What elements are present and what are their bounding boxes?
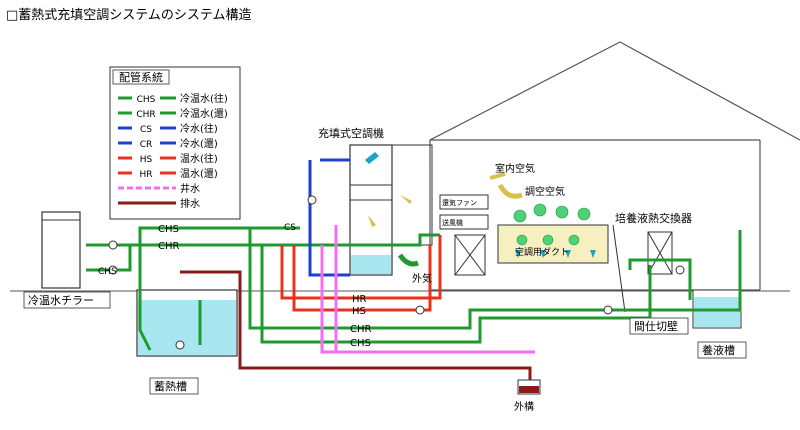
duct-down-arrows: [515, 250, 596, 258]
legend-code-2: CS: [140, 125, 152, 135]
partition-wall: [612, 224, 626, 313]
storage-tank: [136, 289, 238, 357]
legend-label-0: 冷温水(往): [180, 92, 228, 105]
indoor-air-arrow-icon: [489, 172, 506, 180]
pipe-label-chr-bottom: CHR: [350, 324, 372, 335]
pipe-label-chs-top: CHS: [158, 224, 179, 235]
pink-pipes: [320, 225, 535, 354]
drain-outlet: [517, 379, 541, 395]
legend-code-3: CR: [140, 140, 153, 150]
drain-pipes: [180, 270, 532, 380]
nutrient-tank-label: 養液槽: [702, 343, 735, 357]
legend-label-7: 排水: [180, 197, 200, 210]
pump-icons: [108, 195, 685, 350]
legend-code-4: HS: [140, 155, 153, 165]
red-pipes: [280, 235, 442, 312]
drain-label: 外構: [514, 400, 534, 413]
chiller-label: 冷温水チラー: [28, 294, 94, 307]
legend-label-5: 温水(還): [180, 168, 218, 180]
heat-exchanger-label: 培養液熱交換器: [615, 211, 692, 225]
blue-pipes: [308, 158, 350, 277]
conditioned-air-arrow-icon: [497, 183, 523, 199]
indoor-air-label: 室内空気: [495, 162, 535, 175]
legend-label-1: 冷温水(還): [180, 107, 228, 120]
legend-label-6: 井水: [180, 182, 200, 195]
fan-supply-label: 送風機: [442, 218, 463, 227]
pipe-label-hr: HR: [352, 294, 367, 305]
pipe-label-hs: HS: [352, 306, 366, 317]
pipe-label-chr-top: CHR: [158, 241, 180, 252]
partition-label: 間仕切壁: [634, 319, 678, 333]
fan-units: [439, 194, 489, 276]
duct-label: 空調用ダクト: [515, 246, 569, 258]
chiller-unit: [41, 211, 81, 289]
legend-heading: 配管系統: [119, 70, 163, 84]
legend-code-1: CHR: [136, 110, 155, 120]
legend-label-4: 温水(往): [180, 152, 218, 165]
legend: 配管系統 CHS 冷温水(往) CHR 冷温水(還) CS 冷水(往) CR 冷水(還) HS 温…: [109, 66, 241, 220]
conditioned-air-label: 調空空気: [525, 185, 565, 198]
legend-label-2: 冷水(往): [180, 122, 218, 135]
legend-code-0: CHS: [137, 95, 156, 105]
ac-unit-label: 充填式空調機: [318, 126, 384, 140]
outside-air-arrow-icon: [397, 253, 419, 267]
page-title: □蓄熱式充填空調システムのシステム構造: [6, 8, 252, 23]
ac-unit: [349, 144, 433, 276]
legend-code-5: HR: [139, 170, 152, 180]
air-flow-icons: [513, 203, 591, 246]
green-pipes: [86, 226, 742, 351]
pipe-label-cs: CS: [284, 223, 296, 233]
fan-return-label: 還気ファン: [442, 198, 477, 207]
storage-tank-label: 蓄熱槽: [154, 380, 187, 393]
pipe-label-chs-chiller: CHS: [98, 267, 117, 277]
air-duct: [497, 224, 609, 264]
legend-label-3: 冷水(還): [180, 137, 218, 150]
arrow-icon: [365, 152, 379, 164]
heat-exchanger: [647, 231, 673, 275]
outside-air-label: 外気: [412, 272, 432, 285]
pipe-label-chs-bottom: CHS: [350, 338, 371, 349]
